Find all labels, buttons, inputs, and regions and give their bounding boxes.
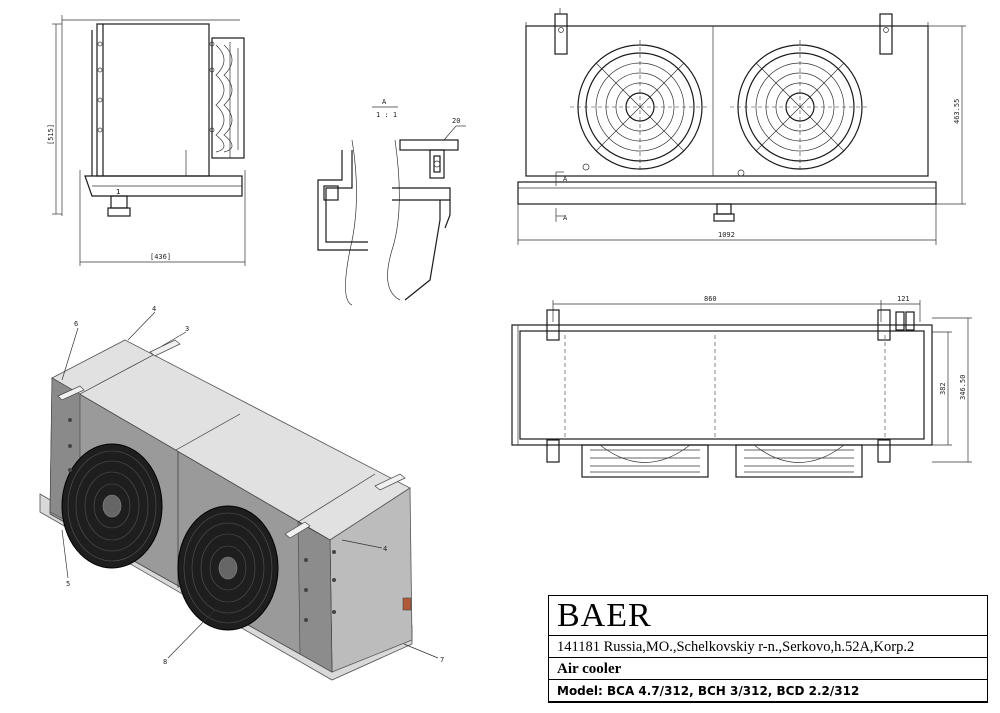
section-mark-top: A bbox=[563, 175, 568, 183]
callout-7: 7 bbox=[440, 656, 444, 664]
dim-front-width: 1092 bbox=[718, 231, 735, 239]
detail-label: A bbox=[382, 98, 387, 106]
detail-view-a: A 1 : 1 20 bbox=[317, 98, 466, 306]
dim-top-offset: 121 bbox=[897, 295, 910, 303]
callouts: 6 4 3 4 5 8 7 1 bbox=[61, 188, 444, 666]
top-view: 860 121 382 346.50 bbox=[511, 295, 972, 478]
detail-scale: 1 : 1 bbox=[376, 111, 397, 119]
callout-3: 3 bbox=[185, 325, 189, 333]
dim-side-height: [515] bbox=[47, 124, 55, 145]
model-list: Model: BCA 4.7/312, BCH 3/312, BCD 2.2/3… bbox=[549, 680, 987, 702]
side-view: [515] [436] 1 bbox=[47, 15, 246, 266]
iso-fan-left bbox=[61, 443, 163, 569]
isometric-view: 6 4 3 4 5 8 7 1 bbox=[39, 188, 444, 681]
callout-5: 5 bbox=[66, 580, 70, 588]
callout-4-top: 4 bbox=[152, 305, 156, 313]
title-block: BAER 141181 Russia,MO.,Schelkovskiy r-n.… bbox=[548, 595, 988, 703]
company-address: 141181 Russia,MO.,Schelkovskiy r-n.,Serk… bbox=[549, 636, 987, 658]
svg-text:1: 1 bbox=[116, 188, 120, 196]
section-mark-bottom: A bbox=[563, 214, 568, 222]
dim-side-depth: [436] bbox=[150, 253, 171, 261]
callout-6: 6 bbox=[74, 320, 78, 328]
product-name: Air cooler bbox=[549, 658, 987, 680]
dim-front-height: 463.55 bbox=[953, 99, 961, 124]
dim-top-depth-outer: 346.50 bbox=[959, 375, 967, 400]
dim-detail: 20 bbox=[452, 117, 460, 125]
brand-name: BAER bbox=[549, 596, 987, 636]
front-fan-right bbox=[730, 40, 870, 172]
callout-4-side: 4 bbox=[383, 545, 387, 553]
dim-top-depth-inner: 382 bbox=[939, 382, 947, 395]
callout-1: 1 bbox=[116, 188, 120, 196]
dim-top-length: 860 bbox=[704, 295, 717, 303]
iso-fan-right bbox=[177, 505, 279, 631]
front-view: A A 1092 463.55 bbox=[517, 8, 966, 245]
callout-8: 8 bbox=[163, 658, 167, 666]
front-fan-left bbox=[570, 40, 710, 172]
